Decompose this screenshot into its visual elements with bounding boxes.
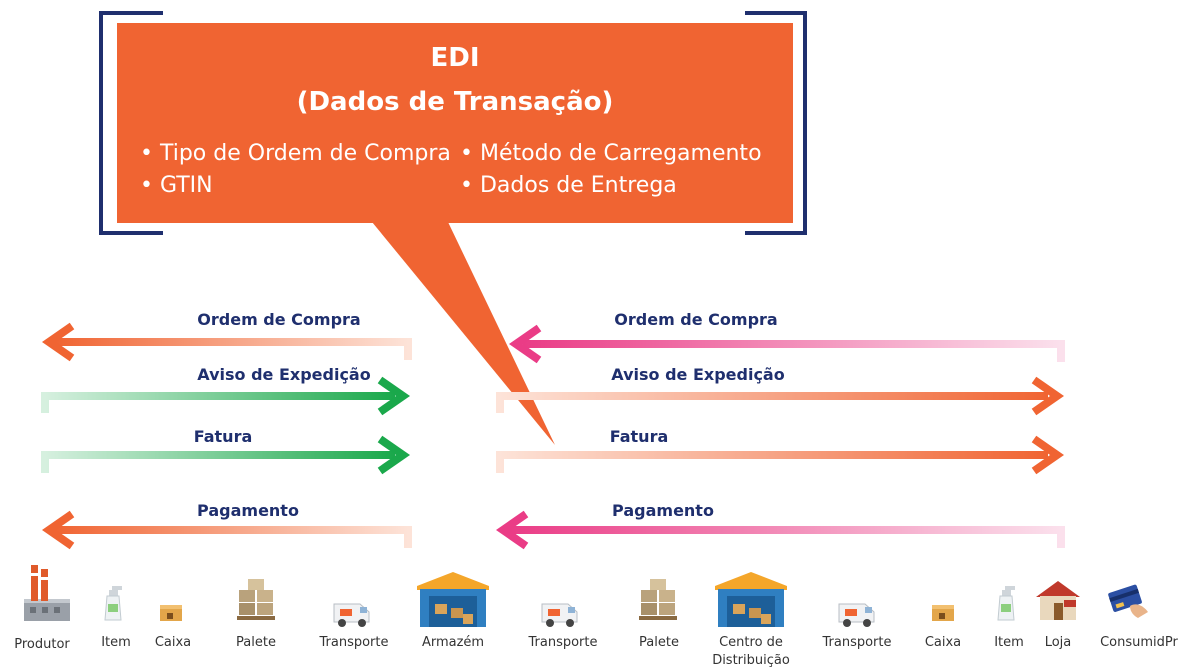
- flow-label: Fatura: [194, 427, 253, 446]
- flow-label: Pagamento: [612, 501, 714, 520]
- flow-label: Aviso de Expedição: [611, 365, 784, 384]
- flow-arrow-right-ordem-de-compra: Ordem de Compra: [508, 310, 1065, 364]
- actor-label: Item: [101, 635, 131, 650]
- pallet-icon: [639, 579, 677, 620]
- flow-arrow-left-fatura: Fatura: [41, 427, 411, 475]
- flow-arrow-left-aviso-de-expedicao: Aviso de Expedição: [41, 365, 411, 416]
- pallet-icon: [237, 579, 275, 620]
- callout-bracket-left: [99, 11, 163, 235]
- actor-label: Transporte: [822, 635, 892, 650]
- van-icon: [838, 603, 875, 627]
- factory-icon: [24, 565, 70, 621]
- flow-label: Aviso de Expedição: [197, 365, 370, 384]
- flow-arrow-right-fatura: Fatura: [496, 427, 1065, 475]
- actor-label: Produtor: [14, 637, 70, 652]
- flow-label: Fatura: [610, 427, 669, 446]
- spray-bottle-icon: [104, 586, 122, 621]
- van-icon: [541, 603, 578, 627]
- actor-label: Caixa: [925, 635, 961, 650]
- box-icon: [932, 605, 954, 621]
- actor-label: Palete: [639, 635, 679, 650]
- box-icon: [160, 605, 182, 621]
- flow-label: Ordem de Compra: [197, 310, 360, 329]
- flow-arrow-left-pagamento: Pagamento: [41, 501, 412, 550]
- actor-label: ConsumidPr: [1100, 635, 1178, 650]
- actor-label: Armazém: [422, 635, 484, 650]
- actor-label-line2: Distribuição: [712, 653, 790, 668]
- callout-title-line2: (Dados de Transação): [297, 87, 614, 117]
- callout-title-line1: EDI: [430, 43, 479, 73]
- actor-label: Loja: [1045, 635, 1072, 650]
- warehouse-icon: [417, 572, 489, 627]
- actor-label: Item: [994, 635, 1024, 650]
- shop-icon: [1036, 581, 1080, 620]
- actor-label: Palete: [236, 635, 276, 650]
- actor-label: Centro de: [719, 635, 783, 650]
- callout-item: • Método de Carregamento: [460, 141, 762, 166]
- flow-label: Pagamento: [197, 501, 299, 520]
- flow-arrow-right-aviso-de-expedicao: Aviso de Expedição: [496, 365, 1065, 416]
- actor-label: Transporte: [528, 635, 598, 650]
- callout-item: • Tipo de Ordem de Compra: [140, 141, 451, 166]
- flow-arrow-left-ordem-de-compra: Ordem de Compra: [41, 310, 412, 362]
- warehouse-icon: [715, 572, 787, 627]
- callout-item: • GTIN: [140, 173, 213, 198]
- spray-bottle-icon: [997, 586, 1015, 621]
- actor-label: Transporte: [319, 635, 389, 650]
- callout-item: • Dados de Entrega: [460, 173, 677, 198]
- flow-arrow-right-pagamento: Pagamento: [495, 501, 1065, 550]
- credit-card-icon: [1108, 584, 1148, 618]
- edi-callout: EDI (Dados de Transação) • Tipo de Ordem…: [117, 23, 793, 445]
- callout-bracket-right: [745, 11, 807, 235]
- actor-label: Caixa: [155, 635, 191, 650]
- flow-label: Ordem de Compra: [614, 310, 777, 329]
- van-icon: [333, 603, 370, 627]
